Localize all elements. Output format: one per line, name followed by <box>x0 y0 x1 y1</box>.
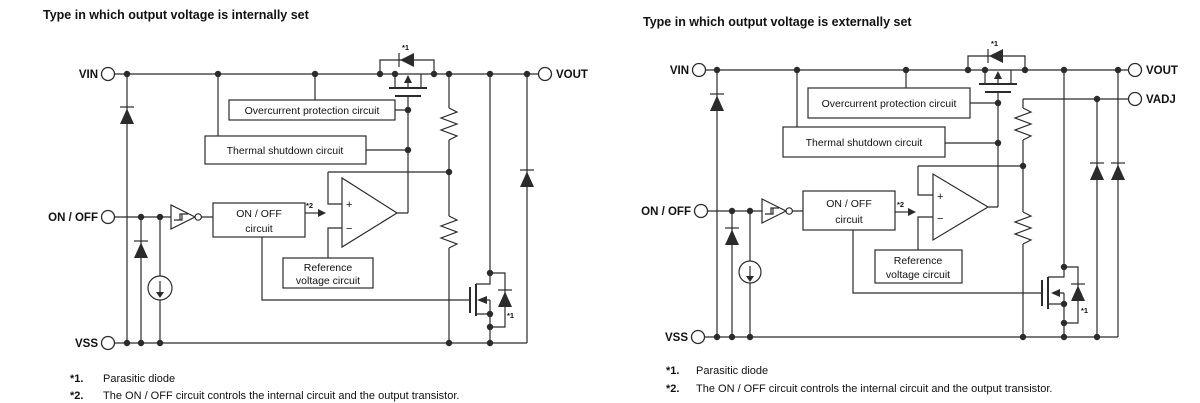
thermal-shutdown-block <box>204 135 367 165</box>
vout-terminal <box>1127 62 1143 78</box>
opamp-plus: + <box>346 199 352 211</box>
resistor-lower <box>439 215 459 249</box>
output-discharge-nmos <box>469 284 487 316</box>
vadj-terminal <box>1127 91 1143 107</box>
pass-transistor-pmos <box>979 70 1017 93</box>
onoff-circuit-label-1: ON / OFF <box>826 198 872 210</box>
pin-label-vadj: VADJ <box>1146 94 1176 106</box>
thermal-shutdown-block <box>782 126 946 158</box>
footnotes: *1. Parasitic diode *2. The ON / OFF cir… <box>666 365 1052 395</box>
pin-label-onoff: ON / OFF <box>48 212 98 224</box>
diagram-internally-set: Type in which output voltage is internal… <box>43 8 588 402</box>
schmitt-trigger-icon <box>170 204 203 230</box>
overcurrent-protection-label: Overcurrent protection circuit <box>822 98 957 110</box>
reference-voltage-block <box>282 257 374 289</box>
pin-label-onoff: ON / OFF <box>641 206 691 218</box>
onoff-circuit-label-1: ON / OFF <box>236 208 282 220</box>
panel-title: Type in which output voltage is internal… <box>43 8 310 22</box>
onoff-terminal <box>100 209 116 225</box>
note-1-marker: *1. <box>666 365 679 377</box>
onoff-circuit-label-2: circuit <box>245 223 273 235</box>
nmos-diode-mark: *1 <box>507 311 514 320</box>
note-1-text: Parasitic diode <box>103 373 175 385</box>
onoff-output-arrow: *2 <box>306 201 326 217</box>
vout-protection-diode <box>1111 162 1125 180</box>
junction-dots <box>713 66 1122 341</box>
nmos-parasitic-diode: *1 <box>498 289 514 320</box>
output-discharge-nmos <box>1041 277 1060 309</box>
overcurrent-protection-block <box>228 99 396 121</box>
wires <box>704 55 1129 338</box>
pin-label-vss: VSS <box>665 332 688 344</box>
junction-dots <box>123 70 531 347</box>
vout-terminal <box>537 66 553 82</box>
reference-voltage-label-1: Reference <box>894 255 943 267</box>
opamp-minus: − <box>937 213 943 225</box>
nmos-parasitic-diode: *1 <box>1071 283 1088 315</box>
note-2-marker: *2. <box>70 390 83 402</box>
footnotes: *1. Parasitic diode *2. The ON / OFF cir… <box>70 373 459 402</box>
pass-parasitic-diode: *1 <box>398 43 414 67</box>
overcurrent-protection-label: Overcurrent protection circuit <box>245 105 380 117</box>
thermal-shutdown-label: Thermal shutdown circuit <box>806 137 923 149</box>
vss-terminal <box>100 335 116 351</box>
vadj-protection-diode <box>1090 162 1104 180</box>
nmos-diode-mark: *1 <box>1081 306 1088 315</box>
error-amplifier: + − <box>932 172 990 242</box>
resistor-upper <box>1013 107 1033 141</box>
current-source <box>738 260 762 284</box>
note-1-marker: *1. <box>70 373 83 385</box>
vin-terminal <box>691 62 707 78</box>
schmitt-trigger-icon <box>761 198 794 224</box>
feedback-divider <box>1013 107 1033 245</box>
overcurrent-protection-block <box>807 87 971 119</box>
note-1-text: Parasitic diode <box>696 365 768 377</box>
onoff-circuit-label-2: circuit <box>835 214 863 226</box>
error-amplifier: + − <box>341 176 399 249</box>
reference-voltage-label-2: voltage circuit <box>296 275 360 287</box>
onoff-circuit-block <box>802 190 896 231</box>
diagram-externally-set: Type in which output voltage is external… <box>641 15 1178 395</box>
vin-protection-diode <box>710 93 724 111</box>
wires <box>114 59 539 344</box>
pass-diode-mark: *1 <box>991 39 998 48</box>
reference-voltage-label-1: Reference <box>304 262 353 274</box>
reference-voltage-label-2: voltage circuit <box>886 269 950 281</box>
onoff-terminal <box>693 203 709 219</box>
onoff-protection-diode <box>134 240 148 258</box>
onoff-output-mark: *2 <box>306 201 313 210</box>
vout-protection-diode <box>520 169 534 187</box>
pin-label-vss: VSS <box>75 338 98 350</box>
pass-parasitic-diode: *1 <box>987 39 1003 63</box>
feedback-divider <box>439 107 459 249</box>
onoff-protection-diode <box>725 227 739 245</box>
onoff-output-mark: *2 <box>897 200 904 209</box>
reference-voltage-block <box>874 249 963 284</box>
pin-label-vout: VOUT <box>556 69 588 81</box>
opamp-minus: − <box>346 223 352 235</box>
current-source <box>147 275 173 301</box>
onoff-circuit-block <box>212 202 306 238</box>
note-2-text: The ON / OFF circuit controls the intern… <box>103 390 459 402</box>
onoff-output-arrow: *2 <box>897 200 916 216</box>
note-2-marker: *2. <box>666 383 679 395</box>
resistor-upper <box>439 107 459 141</box>
vin-protection-diode <box>120 106 134 124</box>
thermal-shutdown-label: Thermal shutdown circuit <box>227 145 344 157</box>
vss-terminal <box>690 329 706 345</box>
vin-terminal <box>100 66 116 82</box>
pin-label-vout: VOUT <box>1146 65 1178 77</box>
pin-label-vin: VIN <box>670 65 689 77</box>
pass-transistor-pmos <box>389 74 427 97</box>
pin-label-vin: VIN <box>79 69 98 81</box>
note-2-text: The ON / OFF circuit controls the intern… <box>696 383 1052 395</box>
pass-diode-mark: *1 <box>402 43 409 52</box>
panel-title: Type in which output voltage is external… <box>643 15 912 29</box>
resistor-lower <box>1013 211 1033 245</box>
opamp-plus: + <box>937 191 943 203</box>
